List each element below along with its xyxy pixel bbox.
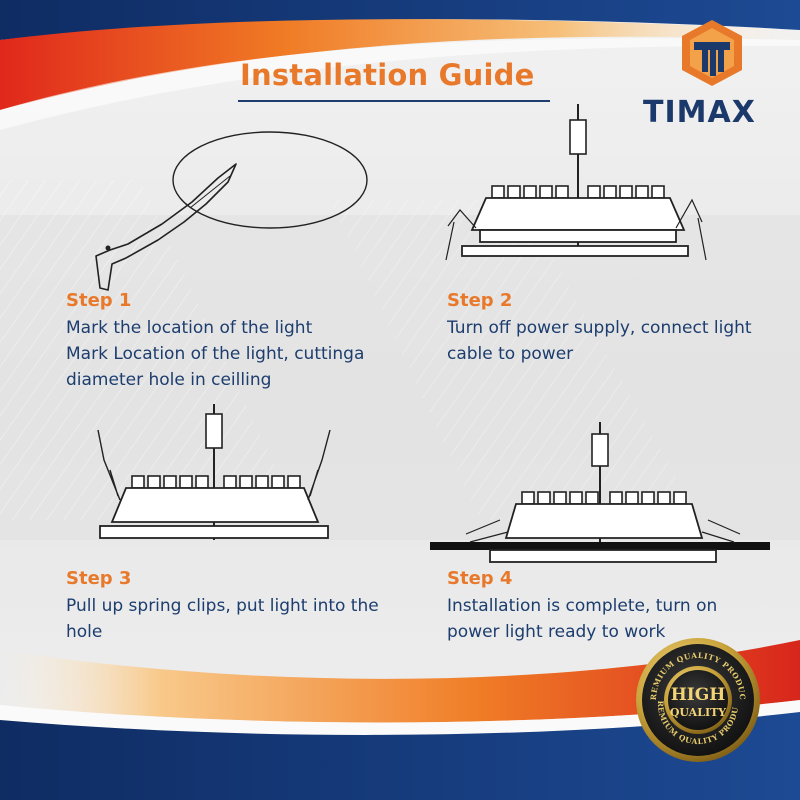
step-1-line: Mark the location of the light <box>66 318 313 338</box>
page-title: Installation Guide <box>240 58 535 92</box>
step-2-line: cable to power <box>447 344 574 364</box>
step-4-line: Installation is complete, turn on <box>447 596 718 616</box>
timax-logo-icon <box>682 20 742 86</box>
step-1-line: diameter hole in ceilling <box>66 370 272 390</box>
step-3-description: Pull up spring clips, put light into the… <box>66 593 379 645</box>
downlight-diagram-icon <box>445 104 707 261</box>
step-4-description: Installation is complete, turn on power … <box>447 593 717 645</box>
quality-badge-icon: PREMIUM QUALITY PRODUCT PREMIUM QUALITY … <box>634 636 760 762</box>
knife-cutting-icon <box>95 131 368 291</box>
title-underline <box>238 100 550 102</box>
step-2-description: Turn off power supply, connect light cab… <box>447 315 752 367</box>
step-3-line: hole <box>66 622 103 642</box>
step-1-description: Mark the location of the light Mark Loca… <box>66 315 364 393</box>
downlight-diagram-icon <box>430 422 770 563</box>
badge-line2: QUALITY <box>670 706 726 719</box>
step-3-line: Pull up spring clips, put light into the <box>66 596 379 616</box>
badge-line1: HIGH <box>671 685 726 705</box>
step-2-label: Step 2 <box>447 290 513 311</box>
step-4-line: power light ready to work <box>447 622 666 642</box>
step-1-line: Mark Location of the light, cuttinga <box>66 344 365 364</box>
step-2-line: Turn off power supply, connect light <box>447 318 752 338</box>
downlight-diagram-icon <box>97 404 331 540</box>
step-1-label: Step 1 <box>66 290 132 311</box>
step-3-label: Step 3 <box>66 568 132 589</box>
brand-name: TIMAX <box>643 95 756 130</box>
step-4-label: Step 4 <box>447 568 513 589</box>
